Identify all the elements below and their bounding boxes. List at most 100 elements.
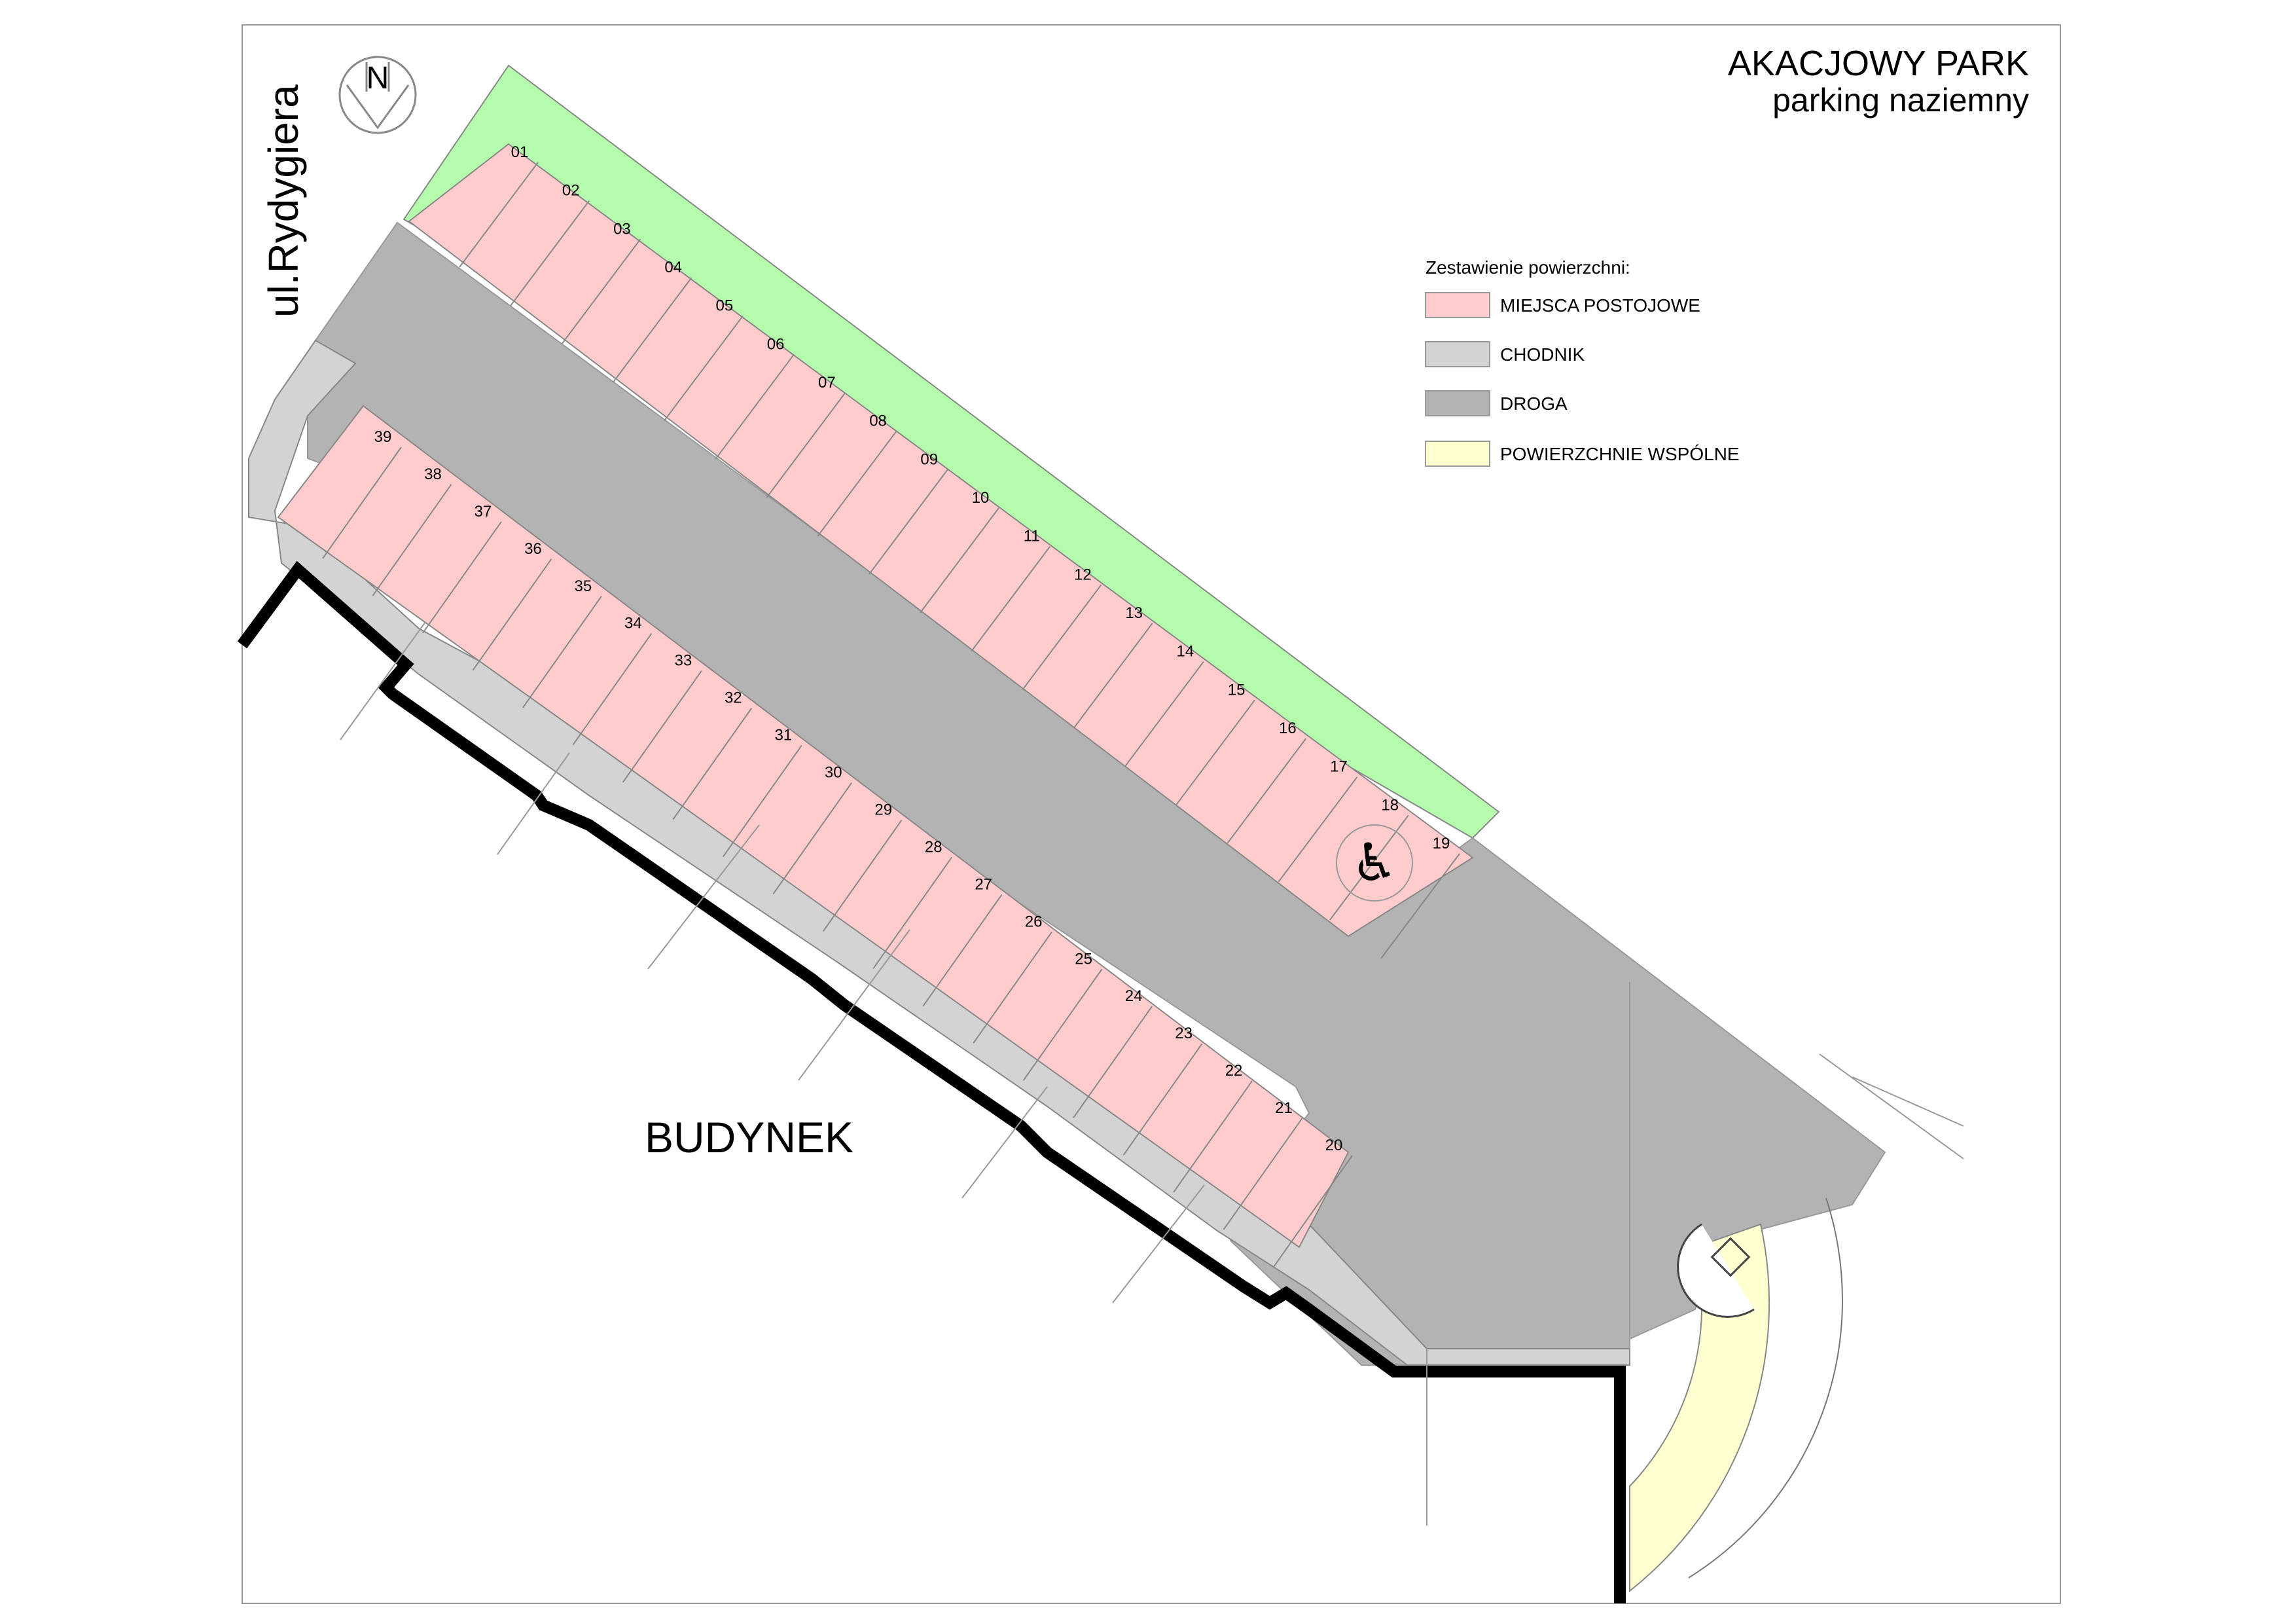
spot-number: 28: [925, 838, 942, 856]
spot-divider: [920, 507, 999, 613]
spot-divider: [872, 856, 953, 969]
spot-divider: [973, 931, 1052, 1044]
legend-heading: Zestawienie powierzchni:: [1426, 257, 1630, 278]
spot-divider: [1124, 661, 1204, 767]
spot-divider: [1073, 1006, 1153, 1118]
spot-number: 32: [725, 689, 742, 707]
spot-number: 27: [975, 875, 992, 893]
spot-number: 07: [818, 374, 836, 392]
legend: Zestawienie powierzchni: MIEJSCA POSTOJO…: [1425, 257, 1740, 467]
page-subtitle: parking naziemny: [1772, 82, 2029, 119]
spot-number: 10: [972, 489, 990, 507]
upper-dividers: [459, 162, 1460, 959]
spot-divider: [1122, 1043, 1203, 1156]
spot-number: 24: [1125, 987, 1143, 1005]
common-area-inner-line: [1688, 1197, 1843, 1578]
legend-swatch-parking: [1425, 292, 1490, 318]
spot-divider: [868, 469, 948, 575]
north-label: N: [367, 61, 389, 96]
spot-divider: [766, 392, 846, 498]
spot-number: 34: [624, 615, 642, 632]
spot-number: 26: [1025, 913, 1043, 930]
lower-dividers: [322, 447, 1353, 1267]
legend-label-common: POWIERZCHNIE WSPÓLNE: [1500, 444, 1740, 464]
spot-number: 05: [716, 297, 734, 315]
construction-lines: [340, 621, 1964, 1525]
spot-divider: [772, 782, 853, 895]
spot-divider: [322, 447, 402, 559]
spot-number: 38: [424, 465, 442, 483]
building-label: BUDYNEK: [645, 1113, 853, 1161]
spot-divider: [672, 708, 753, 820]
page-title: AKACJOWY PARK: [1728, 44, 2029, 83]
legend-label-parking: MIEJSCA POSTOJOWE: [1500, 295, 1700, 316]
spot-number: 25: [1075, 950, 1092, 968]
spot-number: 22: [1225, 1062, 1243, 1080]
spot-number: 03: [613, 220, 631, 238]
spot-divider: [817, 431, 897, 537]
spot-divider: [1273, 1155, 1353, 1267]
wheelchair-icon: ♿: [1351, 832, 1398, 893]
spot-divider: [372, 484, 452, 596]
spot-number: 33: [674, 652, 692, 670]
planter: [1677, 1223, 1755, 1318]
accessible-spot-marker: [1336, 824, 1413, 902]
spot-number: 12: [1074, 566, 1092, 583]
spot-number: 18: [1381, 796, 1399, 814]
spot-divider: [1173, 1080, 1253, 1193]
spot-divider: [522, 596, 602, 708]
spot-number: 13: [1125, 604, 1143, 622]
spot-number: 15: [1228, 681, 1246, 699]
legend-label-road: DROGA: [1500, 393, 1568, 414]
spot-number: 14: [1177, 643, 1194, 661]
spot-divider: [1227, 738, 1307, 844]
spot-number: 23: [1175, 1025, 1193, 1042]
spot-number: 36: [524, 540, 542, 558]
spot-divider: [1022, 584, 1102, 690]
spot-divider: [1073, 623, 1153, 729]
spot-divider: [422, 521, 502, 634]
spot-number: 39: [374, 428, 392, 446]
spot-number: 37: [475, 503, 492, 520]
spot-divider: [1380, 853, 1460, 959]
spot-divider: [459, 162, 539, 268]
spot-number: 06: [767, 335, 785, 353]
spot-divider: [1329, 814, 1409, 921]
spot-number: 20: [1325, 1137, 1343, 1154]
spot-number: 02: [562, 182, 580, 200]
legend-label-sidewalk: CHODNIK: [1500, 344, 1585, 365]
spot-number: 17: [1330, 758, 1348, 776]
spot-divider: [1223, 1118, 1303, 1230]
spot-divider: [472, 558, 552, 671]
spot-divider: [1278, 776, 1358, 883]
spot-divider: [1022, 968, 1103, 1081]
spot-number: 01: [511, 143, 529, 161]
legend-swatch-road: [1425, 390, 1490, 416]
legend-swatch-common: [1425, 441, 1490, 467]
north-arrow: N: [338, 56, 417, 134]
spot-divider: [1175, 699, 1255, 805]
spot-number: 08: [869, 412, 887, 430]
spot-divider: [664, 316, 744, 422]
planter-square: [1710, 1237, 1751, 1277]
road-area: [307, 221, 1886, 1366]
street-label: ul.Rydygiera: [260, 84, 307, 318]
spot-number: 16: [1279, 720, 1297, 737]
drawing-frame: [242, 24, 2061, 1604]
spot-number: 29: [874, 801, 892, 818]
spot-divider: [715, 354, 795, 460]
spot-divider: [822, 819, 903, 932]
legend-swatch-sidewalk: [1425, 341, 1490, 367]
parking-row-upper: [408, 143, 1474, 938]
spot-divider: [510, 200, 590, 306]
spot-number: 04: [664, 259, 682, 276]
sidewalk-area: [248, 339, 1630, 1366]
spot-divider: [922, 894, 1003, 1006]
spot-divider: [572, 633, 653, 746]
spot-divider: [622, 670, 702, 783]
building-wall: [237, 560, 1626, 1603]
spot-number: 11: [1024, 528, 1040, 545]
spot-divider: [722, 745, 802, 858]
